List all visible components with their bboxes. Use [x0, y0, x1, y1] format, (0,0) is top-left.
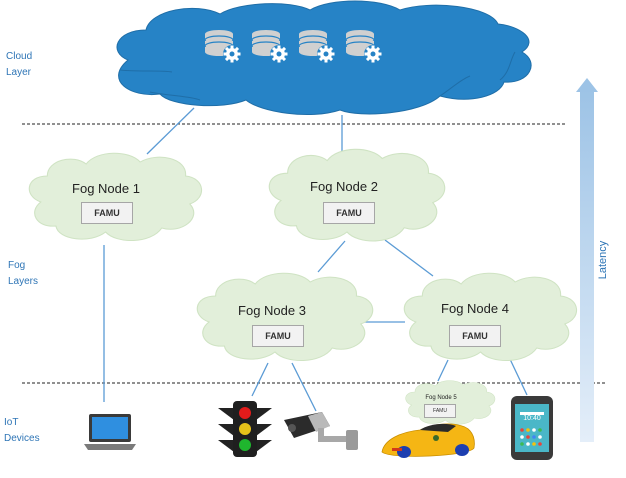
cloud-layer-label: Cloud Layer — [6, 49, 32, 81]
edges — [103, 107, 528, 412]
fog-layer-label: Fog Layers — [8, 258, 38, 290]
edge-fog4-fog5 — [437, 359, 449, 382]
fog-node-3-title: Fog Node 3 — [238, 303, 306, 318]
traffic-light-icon — [218, 401, 272, 457]
fog-layer-label-line2: Layers — [8, 276, 39, 287]
cloud-layer-label-line1: Cloud — [6, 51, 33, 62]
security-camera-icon — [284, 412, 358, 450]
fog-node-4-famu[interactable]: FAMU — [449, 325, 501, 347]
latency-arrow — [576, 78, 598, 442]
edge-cloud-fog1 — [146, 107, 195, 155]
fog-node-2-title: Fog Node 2 — [310, 179, 378, 194]
cloud-layer-label-line2: Layer — [6, 67, 32, 78]
edge-fog3-camera — [291, 362, 317, 412]
fog-node-5-famu[interactable]: FAMU — [424, 404, 456, 418]
fog-layer-label-line1: Fog — [8, 260, 26, 271]
fog-node-4-cloud — [403, 272, 578, 362]
fog-node-1-cloud — [28, 152, 203, 242]
laptop-icon — [84, 414, 136, 450]
iot-layer-label-line1: IoT — [4, 417, 19, 428]
fog-node-2-famu[interactable]: FAMU — [323, 202, 375, 224]
fog-node-1-famu[interactable]: FAMU — [81, 202, 133, 224]
fog-node-5-title: Fog Node 5 — [425, 395, 457, 401]
edge-fog4-phone — [508, 356, 528, 396]
iot-layer-label: IoT Devices — [4, 415, 40, 447]
edge-fog2-fog3 — [317, 240, 346, 273]
sports-car-icon — [381, 423, 475, 458]
phone-clock: 10:40 — [523, 415, 541, 422]
fog-node-2-cloud — [268, 148, 446, 242]
fog-node-3-famu[interactable]: FAMU — [252, 325, 304, 347]
iot-layer-label-line2: Devices — [4, 433, 40, 444]
fog-node-1-title: Fog Node 1 — [72, 181, 140, 196]
smartphone-icon — [511, 396, 553, 460]
latency-label: Latency — [597, 240, 609, 280]
fog-node-4-title: Fog Node 4 — [441, 301, 509, 316]
edge-fog3-trafficlight — [251, 362, 269, 397]
edge-fog2-fog4 — [384, 239, 434, 277]
